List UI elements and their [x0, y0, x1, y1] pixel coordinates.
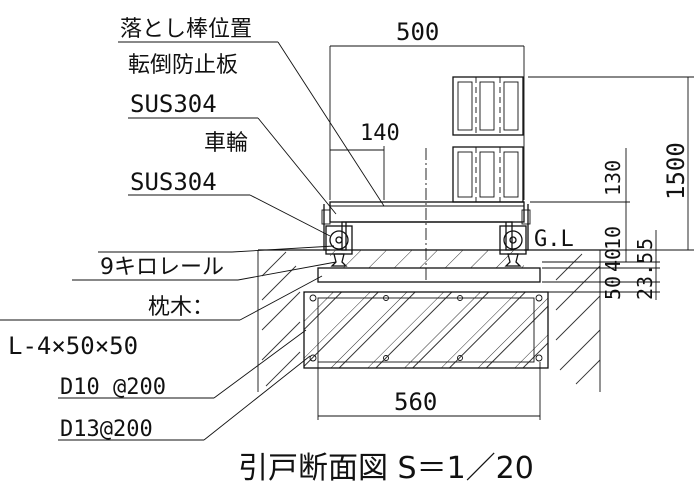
drawing-title: 引戸断面図 S＝1／20 [238, 451, 534, 485]
anti-fall-plate [329, 201, 525, 223]
label-rebar-d10: D10 @200 [60, 375, 166, 400]
leader-lines [0, 41, 385, 441]
label-rebar-d13: D13@200 [60, 417, 153, 442]
dim-5-label: 5 [633, 238, 657, 250]
foundation [303, 291, 549, 369]
dim-bottom-width: 560 [317, 362, 541, 420]
label-wheel: 車輪 [204, 131, 248, 156]
dim-1500-label: 1500 [662, 142, 690, 200]
label-angle: L-4×50×50 [8, 332, 138, 360]
sleeper [317, 267, 541, 283]
dim-10-label: 10 [601, 226, 625, 250]
dim-560-label: 560 [394, 388, 437, 416]
dim-top-width: 500 [329, 18, 525, 200]
label-sus304-1: SUS304 [130, 90, 217, 118]
soil-hatch [257, 250, 601, 392]
dim-130-label: 130 [601, 160, 625, 196]
label-rail: 9キロレール [100, 255, 224, 280]
dim-50-label: 50 [601, 276, 625, 300]
gl-label: G.L [534, 227, 574, 252]
wheel-left [321, 209, 353, 255]
label-anti-fall: 転倒防止板 [128, 53, 238, 78]
label-sleeper: 枕木： [148, 295, 214, 320]
door-panels [452, 76, 524, 203]
label-sus304-2: SUS304 [130, 168, 217, 196]
dim-offset: 140 [330, 121, 400, 200]
dim-235-label: 23.5 [633, 252, 657, 300]
ground-band [258, 249, 606, 269]
dim-right: 1500 130 5 10 40 50 23.5 [528, 76, 694, 300]
dim-140-label: 140 [360, 121, 400, 146]
label-drop-rod: 落とし棒位置 [120, 17, 252, 42]
dim-500-label: 500 [396, 18, 439, 46]
wheel-right [499, 209, 531, 255]
